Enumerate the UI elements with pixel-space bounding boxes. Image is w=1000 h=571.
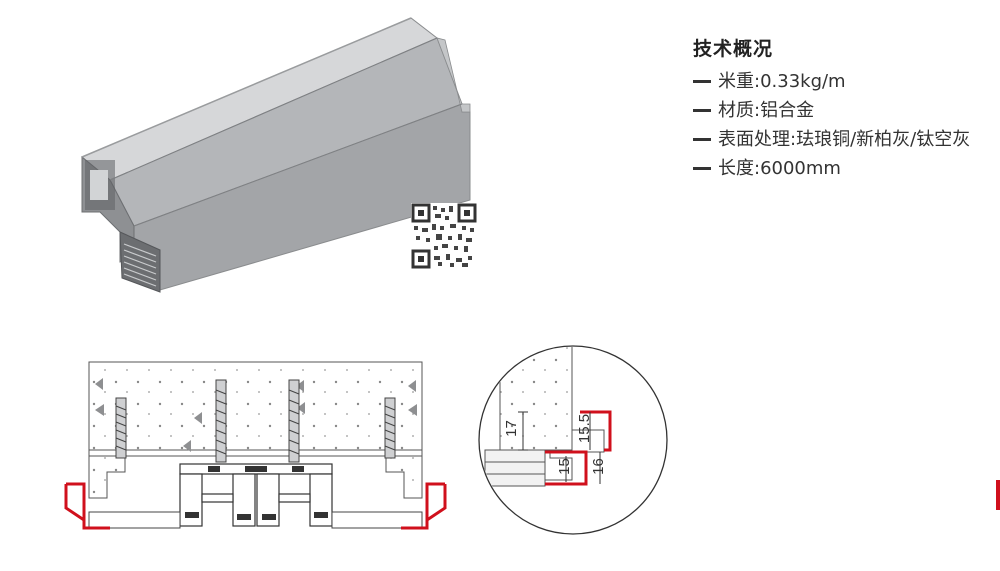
spec-item-text: 表面处理:珐琅铜/新柏灰/钛空灰 <box>718 129 971 150</box>
dash-icon <box>693 167 711 170</box>
dash-icon <box>693 80 711 83</box>
spec-item-text: 米重:0.33kg/m <box>718 71 846 92</box>
dimension-label-15: 15 <box>555 458 573 475</box>
spec-item-length: 长度:6000mm <box>693 154 993 183</box>
spec-panel: 技术概况 米重:0.33kg/m 材质:铝合金 表面处理:珐琅铜/新柏灰/钛空灰… <box>693 34 993 183</box>
cross-section-drawing <box>64 361 447 530</box>
dimension-label-17: 17 <box>502 420 520 437</box>
spec-item-material: 材质:铝合金 <box>693 96 993 125</box>
spec-item-weight: 米重:0.33kg/m <box>693 67 993 96</box>
spec-item-text: 长度:6000mm <box>718 158 841 179</box>
spec-item-text: 材质:铝合金 <box>718 100 815 121</box>
dash-icon <box>693 138 711 141</box>
detail-circle <box>478 345 668 535</box>
dash-icon <box>693 109 711 112</box>
red-edge-marker <box>996 480 1000 510</box>
extrusion-3d-view <box>81 17 471 293</box>
spec-item-finish: 表面处理:珐琅铜/新柏灰/钛空灰 <box>693 125 993 154</box>
dimension-label-16: 16 <box>589 458 607 475</box>
spec-title: 技术概况 <box>693 38 774 60</box>
dimension-label-15-5: 15.5 <box>576 413 594 444</box>
qr-code-icon <box>411 203 477 269</box>
